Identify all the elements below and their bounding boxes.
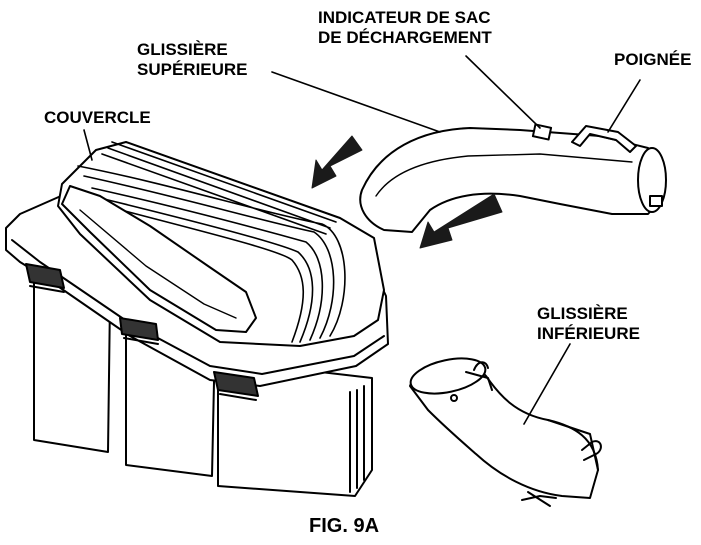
label-couvercle: COUVERCLE [44, 108, 151, 128]
chute-nub [649, 195, 663, 207]
leader-glissiere-inf [523, 343, 571, 425]
label-glissiere-inf-line2: INFÉRIEURE [537, 324, 640, 343]
leader-glissiere-sup [271, 71, 441, 133]
lid-ribs [77, 141, 346, 343]
leader-couvercle [83, 129, 93, 161]
bag-right-pleats [349, 385, 365, 493]
upper-chute-body [359, 127, 665, 233]
handle [571, 125, 637, 153]
lower-chute-pin-right [581, 440, 602, 461]
lid-front-highlight [79, 209, 237, 319]
label-glissiere-inf-line1: GLISSIÈRE [537, 304, 628, 323]
label-glissiere-sup-line2: SUPÉRIEURE [137, 60, 248, 79]
lower-chute-bolt [450, 394, 458, 402]
lid-rim-edge [11, 239, 385, 375]
label-couvercle-text: COUVERCLE [44, 108, 151, 127]
figure-caption: FIG. 9A [309, 515, 380, 537]
discharge-indicator [531, 123, 553, 141]
direction-arrows [311, 135, 503, 249]
label-poignee-text: POIGNÉE [614, 50, 692, 69]
lower-chute [409, 357, 602, 507]
label-glissiere-sup-line1: GLISSIÈRE [137, 40, 228, 59]
label-indicateur-line1: INDICATEUR DE SAC [318, 8, 491, 27]
leader-lines [83, 55, 641, 425]
leader-indicateur [465, 55, 541, 129]
lid-front [61, 185, 257, 333]
lower-chute-pin-bottom [521, 491, 557, 507]
latch-right [213, 371, 259, 401]
bagger-assembly [5, 141, 389, 497]
latch-left [25, 263, 65, 293]
label-glissiere-inferieure: GLISSIÈRE INFÉRIEURE [537, 304, 640, 344]
latch-middle [119, 317, 159, 345]
label-indicateur-line2: DE DÉCHARGEMENT [318, 28, 492, 47]
leader-poignee [607, 79, 641, 133]
arrow-upper [311, 135, 363, 189]
upper-chute-seam [375, 153, 633, 197]
label-glissiere-superieure: GLISSIÈRE SUPÉRIEURE [137, 40, 248, 80]
lower-chute-opening [409, 357, 487, 395]
lower-chute-lip [547, 419, 599, 471]
lower-chute-pin-top [465, 361, 493, 391]
label-indicateur: INDICATEUR DE SAC DE DÉCHARGEMENT [318, 8, 492, 48]
label-poignee: POIGNÉE [614, 50, 691, 70]
upper-chute [359, 123, 667, 233]
arrow-lower [419, 193, 503, 249]
